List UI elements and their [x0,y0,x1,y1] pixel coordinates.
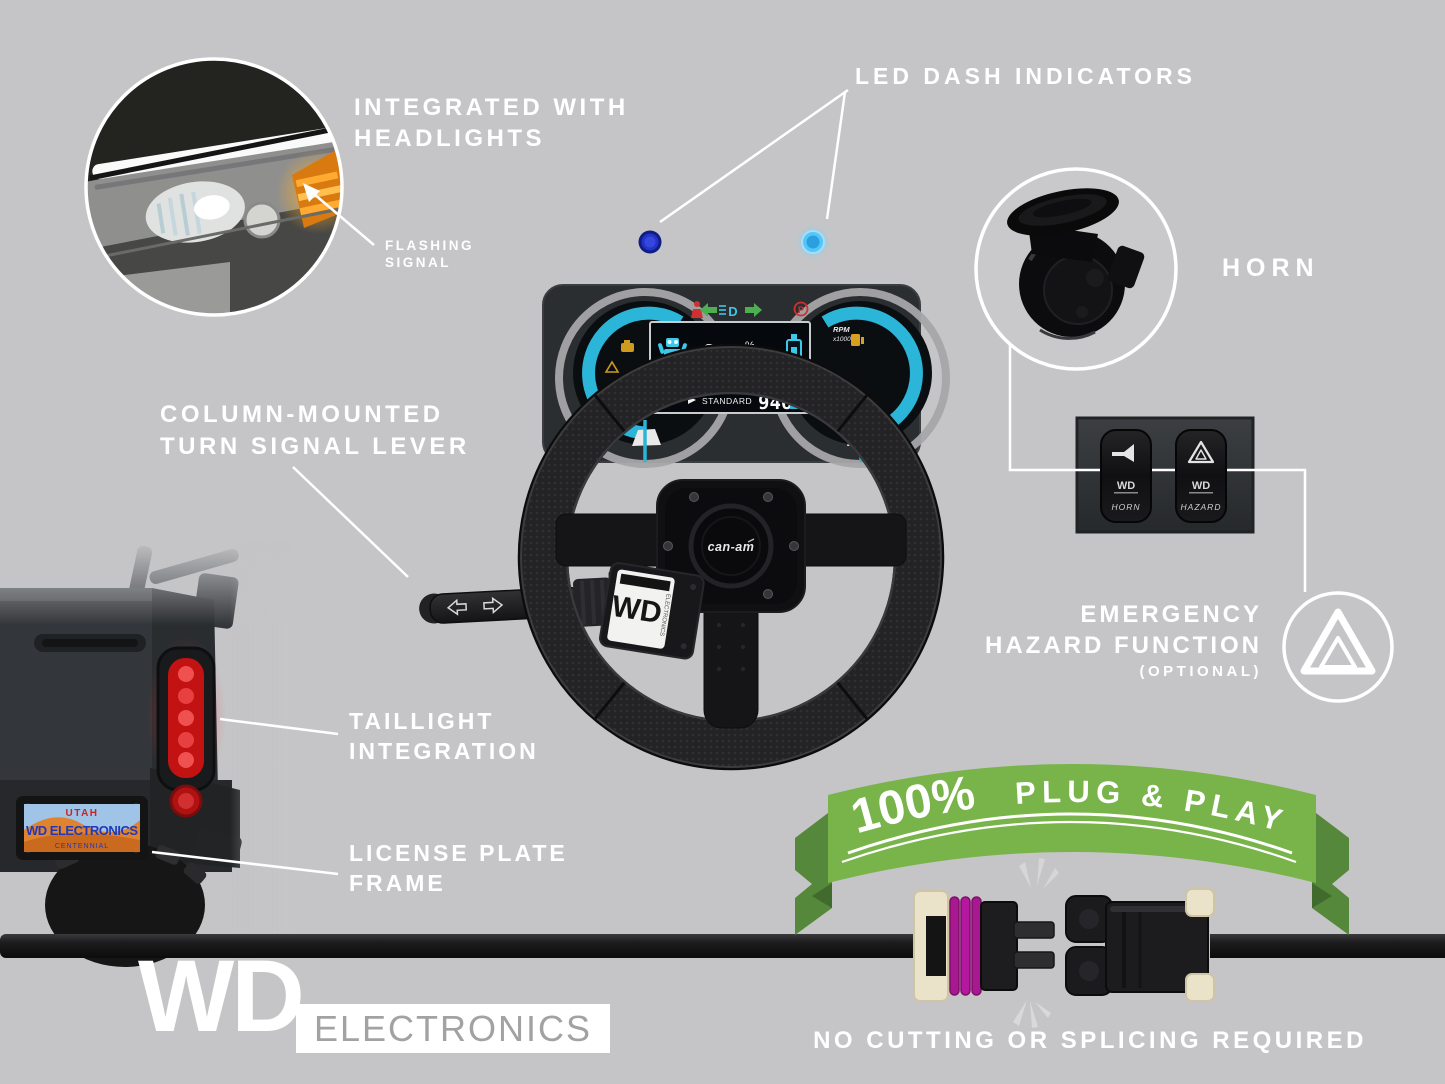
callout-line: LICENSE PLATE [349,840,568,866]
hazard-triangle-icon [1187,440,1215,464]
callout-column-lever: COLUMN-MOUNTED TURN SIGNAL LEVER [160,399,470,463]
svg-text:D: D [728,304,737,319]
flashing-signal-line [313,193,375,246]
callout-line: INTEGRATED WITH [354,94,629,121]
click-spark-bottom [1013,1000,1051,1028]
seatbelt-warning-icon [691,301,703,318]
headlight-photo [84,57,344,317]
lever-line [292,466,409,578]
hazard-switch-label: HAZARD [1181,502,1222,512]
led-line-right [825,91,847,220]
click-spark-top [1019,858,1059,889]
horn-trumpet-icon [1112,444,1134,462]
wheel-brand-label: can-am [708,540,755,554]
led-indicator-left [638,230,662,254]
rpm-scale: x1000 [832,336,851,343]
fuel-icon [851,334,864,346]
no-cutting-note: NO CUTTING OR SPLICING REQUIRED [813,1027,1367,1054]
drive-mode: STANDARD [702,396,752,406]
lever-left-arrow-icon [446,598,468,616]
callout-line: HEADLIGHTS [354,125,545,152]
hazard-switch-brand: WD [1192,480,1210,492]
wd-logo-band: ELECTRONICS [296,1004,610,1053]
wd-logo-electronics: ELECTRONICS [313,1008,593,1049]
plate-line [151,850,339,876]
callout-line: COLUMN-MOUNTED [160,401,444,428]
horn-to-hazard-connector-line [1008,345,1307,592]
connector-male [913,890,1055,1002]
horn-switch-brand: WD [1117,480,1135,492]
callout-line: SIGNAL [385,255,452,270]
horn-switch-label: HORN [1111,502,1140,512]
callout-taillight: TAILLIGHT INTEGRATION [349,706,539,766]
parking-brake-icon: P [793,301,809,317]
headlight-on-icon: D [719,304,738,319]
led-line-left [659,88,849,224]
taillight-line [219,717,339,736]
callout-line: TAILLIGHT [349,708,495,734]
headlight-circle-ring [84,57,344,317]
connector-female [1065,888,1215,1002]
plate-state: UTAH [65,808,98,819]
hazard-rocker-switch[interactable]: WD HAZARD [1175,429,1227,523]
rpm-label: RPM [833,325,850,334]
callout-emergency-hazard: EMERGENCY HAZARD FUNCTION (OPTIONAL) [985,599,1262,683]
callout-line: FRAME [349,870,446,896]
callout-line: INTEGRATION [349,738,539,764]
callout-horn: HORN [1222,254,1320,282]
steering-wheel: can-am WD ELECTRONICS [419,343,945,771]
callout-line: FLASHING [385,238,474,253]
license-plate: UTAH WD ELECTRONICS CENTENNIAL [16,796,148,860]
callout-integrated-headlights: INTEGRATED WITH HEADLIGHTS [354,92,629,154]
projector-lens [145,181,245,243]
flashing-signal-arrowhead [303,183,320,202]
horn-circle-ring [974,167,1178,371]
horn-photo [974,167,1178,371]
callout-optional-note: (OPTIONAL) [1139,663,1262,680]
plug-and-play-banner: 100% PLUG & PLAY [795,764,1349,935]
plate-bottom-text: CENTENNIAL [55,843,109,850]
utv-rear-photo: UTAH WD ELECTRONICS CENTENNIAL [0,540,290,980]
right-turn-indicator-icon [745,303,762,317]
plate-text: WD ELECTRONICS [26,823,138,838]
callout-line: HAZARD FUNCTION [985,632,1262,659]
hazard-badge-triangle-icon [1300,608,1376,675]
horn-rocker-switch[interactable]: WD HORN [1100,429,1152,523]
svg-text:P: P [798,305,804,315]
left-turn-indicator-icon [700,303,717,317]
module-brand: WD [610,590,665,630]
callout-line: EMERGENCY [1080,601,1262,628]
wiring-harness [0,858,1445,1028]
callout-led-dash-indicators: LED DASH INDICATORS [855,63,1196,89]
wd-logo: WD [138,939,305,1053]
callout-line: TURN SIGNAL LEVER [160,433,470,460]
lever-right-arrow-icon [483,596,504,614]
callout-flashing-signal: FLASHING SIGNAL [385,237,474,271]
callout-license-plate: LICENSE PLATE FRAME [349,838,568,898]
hazard-badge [1282,591,1394,703]
callout-lines [151,88,849,876]
wd-signal-module: WD ELECTRONICS [599,562,705,660]
led-indicator-right [795,224,831,260]
